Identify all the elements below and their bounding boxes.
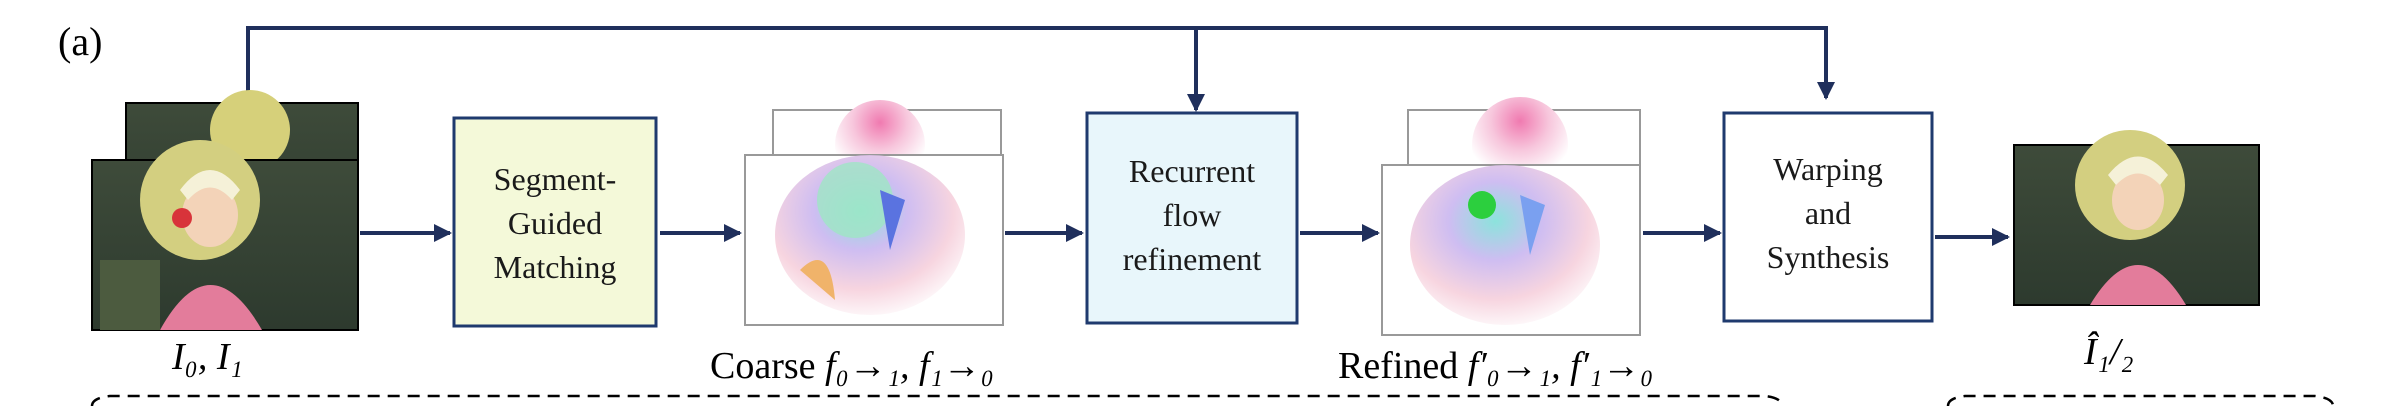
refinement-line-1: Recurrent bbox=[1129, 153, 1255, 189]
panel-label: (a) bbox=[58, 19, 103, 64]
recurrent-flow-refinement-block: Recurrent flow refinement bbox=[1085, 111, 1299, 325]
refinement-line-3: refinement bbox=[1123, 241, 1262, 277]
input-frames-image bbox=[91, 90, 359, 331]
dashed-bracket-left bbox=[90, 394, 1784, 407]
refined-prefix: Refined bbox=[1338, 345, 1459, 387]
output-math: Î₁/₂ bbox=[2084, 331, 2134, 373]
refined-math: f′₀→₁, f′₁→₀ bbox=[1467, 345, 1654, 387]
refinement-line-2: flow bbox=[1163, 197, 1222, 233]
warping-synthesis-block: Warping and Synthesis bbox=[1722, 111, 1934, 323]
coarse-flow-image bbox=[744, 100, 1004, 326]
refined-flow-caption: Refined f′₀→₁, f′₁→₀ bbox=[1338, 344, 1653, 388]
inputs-math: I₀, I₁ bbox=[172, 336, 243, 378]
output-caption: Î₁/₂ bbox=[2084, 330, 2134, 374]
inputs-caption: I₀, I₁ bbox=[172, 335, 243, 379]
coarse-math: f₀→₁, f₁→₀ bbox=[825, 345, 994, 387]
matching-line-1: Segment- bbox=[494, 161, 617, 197]
segment-guided-matching-block: Segment- Guided Matching bbox=[452, 116, 658, 328]
matching-line-3: Matching bbox=[494, 249, 617, 285]
dashed-bracket-right bbox=[1946, 394, 2335, 407]
matching-line-2: Guided bbox=[508, 205, 602, 241]
skip-connection-arrows bbox=[246, 26, 1835, 112]
output-frame-image bbox=[2013, 130, 2260, 306]
refined-flow-image bbox=[1381, 97, 1641, 336]
synthesis-line-2: and bbox=[1805, 195, 1851, 231]
coarse-flow-caption: Coarse f₀→₁, f₁→₀ bbox=[710, 344, 994, 388]
synthesis-line-1: Warping bbox=[1773, 151, 1882, 187]
synthesis-line-3: Synthesis bbox=[1767, 239, 1890, 275]
coarse-prefix: Coarse bbox=[710, 345, 816, 387]
